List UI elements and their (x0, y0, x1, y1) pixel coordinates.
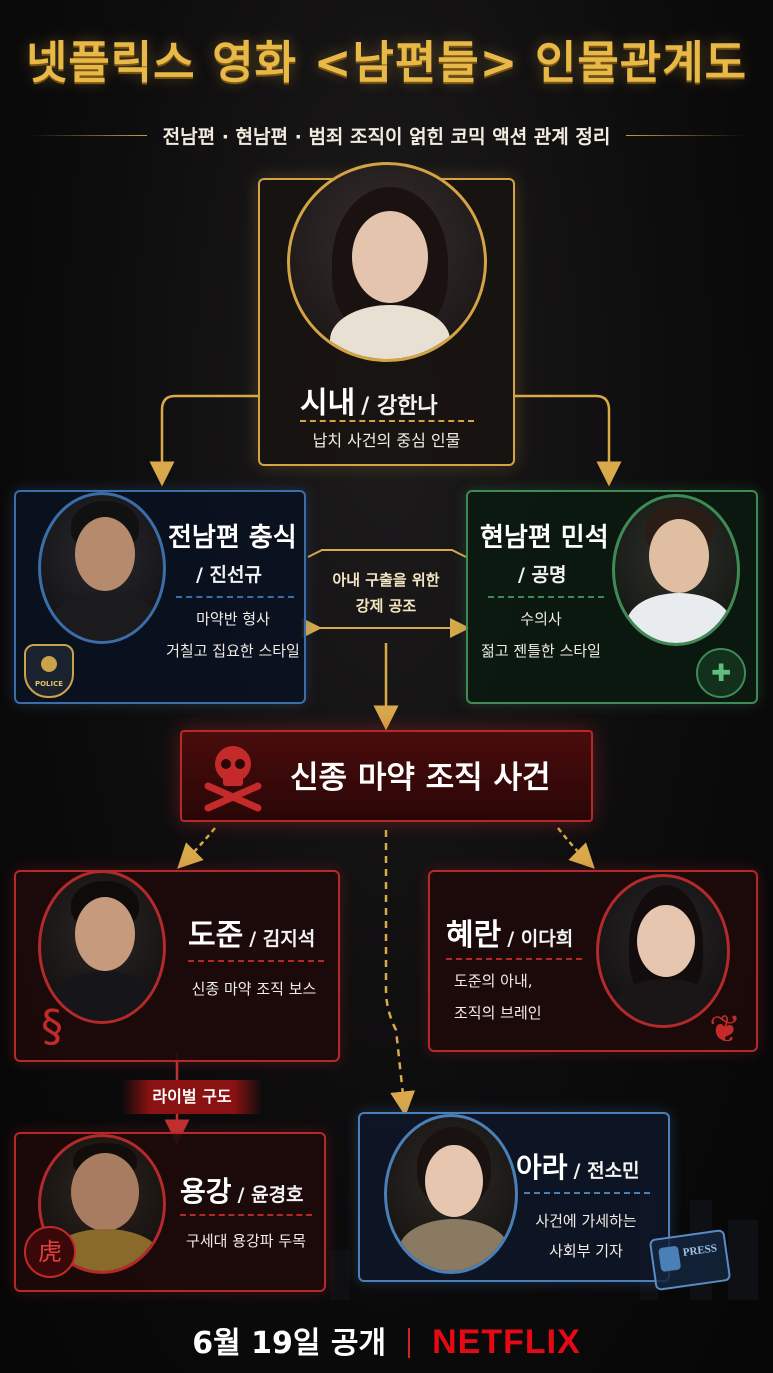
hyeran-portrait (596, 874, 730, 1028)
press-card-icon: PRESS (648, 1228, 732, 1292)
current-husband-desc1: 수의사 (520, 610, 562, 628)
subtitle-row: 전남편 · 현남편 · 범죄 조직이 얽힌 코믹 액션 관계 정리 (30, 120, 744, 150)
ara-portrait (384, 1114, 518, 1274)
center-desc: 납치 사건의 중심 인물 (312, 431, 461, 450)
hyeran-actor: / 이다희 (507, 928, 574, 950)
cooperation-label-1: 아내 구출을 위한 (332, 571, 440, 589)
page-title: 넷플릭스 영화 <남편들> 인물관계도 (25, 36, 747, 89)
ex-husband-divider (176, 596, 294, 598)
ex-husband-portrait (38, 492, 166, 644)
dojun-name-row: 도준/ 김지석 (188, 910, 315, 954)
rivalry-badge: 라이벌 구도 (122, 1080, 262, 1114)
subtitle-rule-left (30, 134, 147, 136)
current-husband-actor-row: / 공명 (512, 560, 567, 587)
crown-serpent-icon: § (41, 1001, 63, 1052)
city-building (728, 1220, 758, 1300)
hyeran-name-row: 혜란/ 이다희 (446, 910, 573, 954)
yonggang-divider (180, 1214, 312, 1216)
ara-actor: / 전소민 (573, 1160, 640, 1182)
footer: 6월 19일 공개 NETFLIX (0, 1318, 773, 1362)
center-name: 시내 (300, 386, 356, 421)
center-divider (300, 420, 474, 422)
hyeran-name: 혜란 (446, 918, 502, 953)
current-husband-name-row: 현남편 민석 (480, 517, 609, 554)
ara-name: 아라 (516, 1151, 568, 1184)
ex-husband-actor-row: / 진선규 (190, 560, 262, 587)
hyeran-divider (446, 958, 582, 960)
dojun-divider (188, 960, 324, 962)
incident-to-ara-line (384, 830, 416, 1117)
center-to-ex-line (149, 394, 258, 487)
hyeran-desc1: 도준의 아내, (454, 972, 533, 990)
yonggang-name-row: 용강/ 윤경호 (180, 1170, 304, 1210)
ex-husband-actor: / 진선규 (196, 564, 262, 586)
current-husband-desc2: 젊고 젠틀한 스타일 (481, 642, 601, 660)
ara-name-row: 아라/ 전소민 (516, 1146, 640, 1186)
ex-husband-name: 전남편 충식 (168, 523, 297, 553)
release-date: 6월 19일 공개 (192, 1326, 387, 1361)
center-actor: / 강한나 (361, 394, 438, 419)
coop-top-line (307, 549, 467, 558)
current-husband-divider (488, 596, 604, 598)
ex-husband-name-row: 전남편 충식 (168, 517, 297, 554)
yonggang-name: 용강 (180, 1175, 232, 1208)
vet-clinic-icon: ✚ (696, 648, 746, 698)
police-badge-icon: POLICE (24, 644, 74, 698)
center-portrait (287, 162, 487, 362)
ara-desc2: 사회부 기자 (549, 1242, 623, 1260)
footer-separator (408, 1328, 411, 1358)
dojun-desc: 신종 마약 조직 보스 (191, 980, 317, 998)
current-husband-actor: / 공명 (518, 564, 567, 586)
hyeran-desc2: 조직의 브레인 (454, 1004, 542, 1022)
yonggang-desc: 구세대 용강파 두목 (186, 1232, 306, 1250)
brain-icon: ❦ (709, 1007, 741, 1051)
current-husband-name: 현남편 민석 (480, 523, 609, 553)
city-building (330, 1250, 350, 1300)
dojun-portrait (38, 870, 166, 1024)
skull-crossbones-icon (202, 742, 264, 812)
ex-husband-desc1: 마약반 형사 (196, 610, 270, 628)
yonggang-actor: / 윤경호 (237, 1184, 304, 1206)
cooperation-label-2: 강제 공조 (355, 597, 417, 615)
ara-desc1: 사건에 가세하는 (535, 1212, 637, 1230)
incident-title: 신종 마약 조직 사건 (290, 760, 551, 796)
center-to-current-line (515, 394, 622, 487)
subtitle-rule-right (626, 134, 744, 136)
current-husband-portrait (612, 494, 740, 646)
subtitle: 전남편 · 현남편 · 범죄 조직이 얽힌 코믹 액션 관계 정리 (162, 125, 611, 148)
incident-to-dojun-line (177, 827, 216, 869)
tiger-emblem-icon: 虎 (24, 1226, 76, 1278)
center-name-row: 시내/ 강한나 (300, 378, 438, 422)
netflix-logo: NETFLIX (432, 1323, 581, 1361)
dojun-actor: / 김지석 (249, 928, 316, 950)
ex-husband-desc2: 거칠고 집요한 스타일 (166, 642, 300, 660)
ara-divider (524, 1192, 650, 1194)
incident-to-hyeran-line (557, 827, 595, 869)
dojun-name: 도준 (188, 918, 244, 953)
